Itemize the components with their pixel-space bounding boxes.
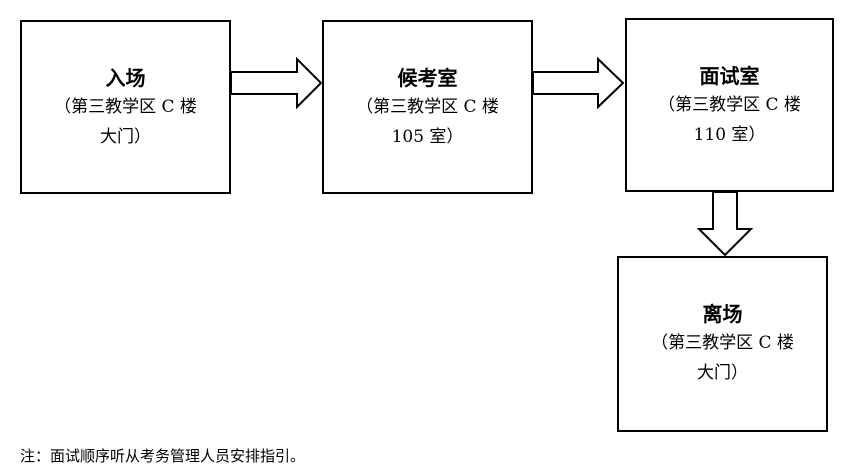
footnote: 注：面试顺序听从考务管理人员安排指引。 — [20, 447, 306, 465]
step-location-line1: （第三教学区 C 楼 — [54, 97, 197, 117]
step-location-line1: （第三教学区 C 楼 — [658, 95, 801, 115]
step-location-line2: 110 室） — [693, 125, 766, 145]
step-title: 离场 — [702, 302, 743, 326]
step-waiting-room-box: 候考室 （第三教学区 C 楼 105 室） — [322, 20, 533, 194]
step-title: 入场 — [105, 66, 146, 90]
step-interview-room-box: 面试室 （第三教学区 C 楼 110 室） — [625, 18, 834, 192]
step-location-line1: （第三教学区 C 楼 — [651, 333, 794, 353]
right-arrow-icon — [230, 56, 323, 110]
step-exit-box: 离场 （第三教学区 C 楼 大门） — [617, 256, 828, 432]
step-title: 候考室 — [397, 66, 458, 90]
step-location-line2: 大门） — [100, 127, 151, 147]
step-title: 面试室 — [699, 64, 760, 88]
right-arrow-icon — [532, 56, 625, 110]
step-location-line1: （第三教学区 C 楼 — [356, 97, 499, 117]
down-arrow-icon — [696, 191, 754, 257]
step-location-line2: 105 室） — [391, 127, 464, 147]
step-entry-box: 入场 （第三教学区 C 楼 大门） — [20, 20, 231, 194]
step-location-line2: 大门） — [697, 363, 748, 383]
